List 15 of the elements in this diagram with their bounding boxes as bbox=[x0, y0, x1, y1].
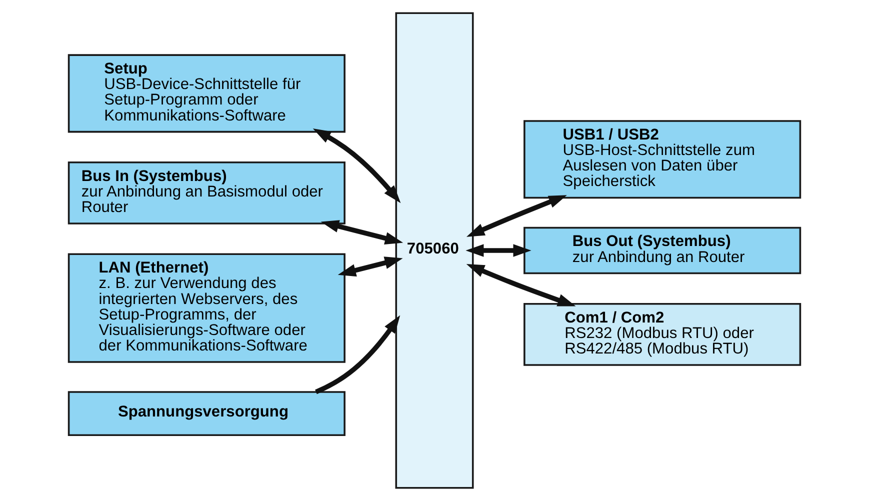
node-box: LAN (Ethernet) z. B. zur Verwendung des integrierten Webservers, des Setup-Programms, der Visualisierungs-Software oder der Kommunikations-Software bbox=[68, 253, 346, 363]
node-box: USB1 / USB2 USB-Host-Schnittstelle zum Auslesen von Daten über Speicherstick bbox=[524, 120, 802, 199]
node-box: Spannungsversorgung bbox=[68, 391, 346, 436]
arrow bbox=[466, 244, 532, 257]
arrow bbox=[315, 315, 400, 394]
node-box: 705060 bbox=[395, 12, 474, 489]
arrow bbox=[466, 264, 576, 306]
node-box: Bus Out (Systembus) zur Anbindung an Router bbox=[524, 226, 802, 274]
node-box: Com1 / Com2 RS232 (Modbus RTU) oder RS422/485 (Modbus RTU) bbox=[524, 302, 802, 366]
arrow bbox=[466, 195, 567, 237]
arrow bbox=[338, 256, 403, 277]
node-box: Setup USB-Device-Schnittstelle für Setup-Programm oder Kommunikations-Software bbox=[68, 54, 346, 133]
arrow bbox=[312, 128, 401, 204]
arrow bbox=[320, 220, 404, 244]
node-box: Bus In (Systembus) zur Anbindung an Basismodul oder Router bbox=[68, 161, 346, 224]
